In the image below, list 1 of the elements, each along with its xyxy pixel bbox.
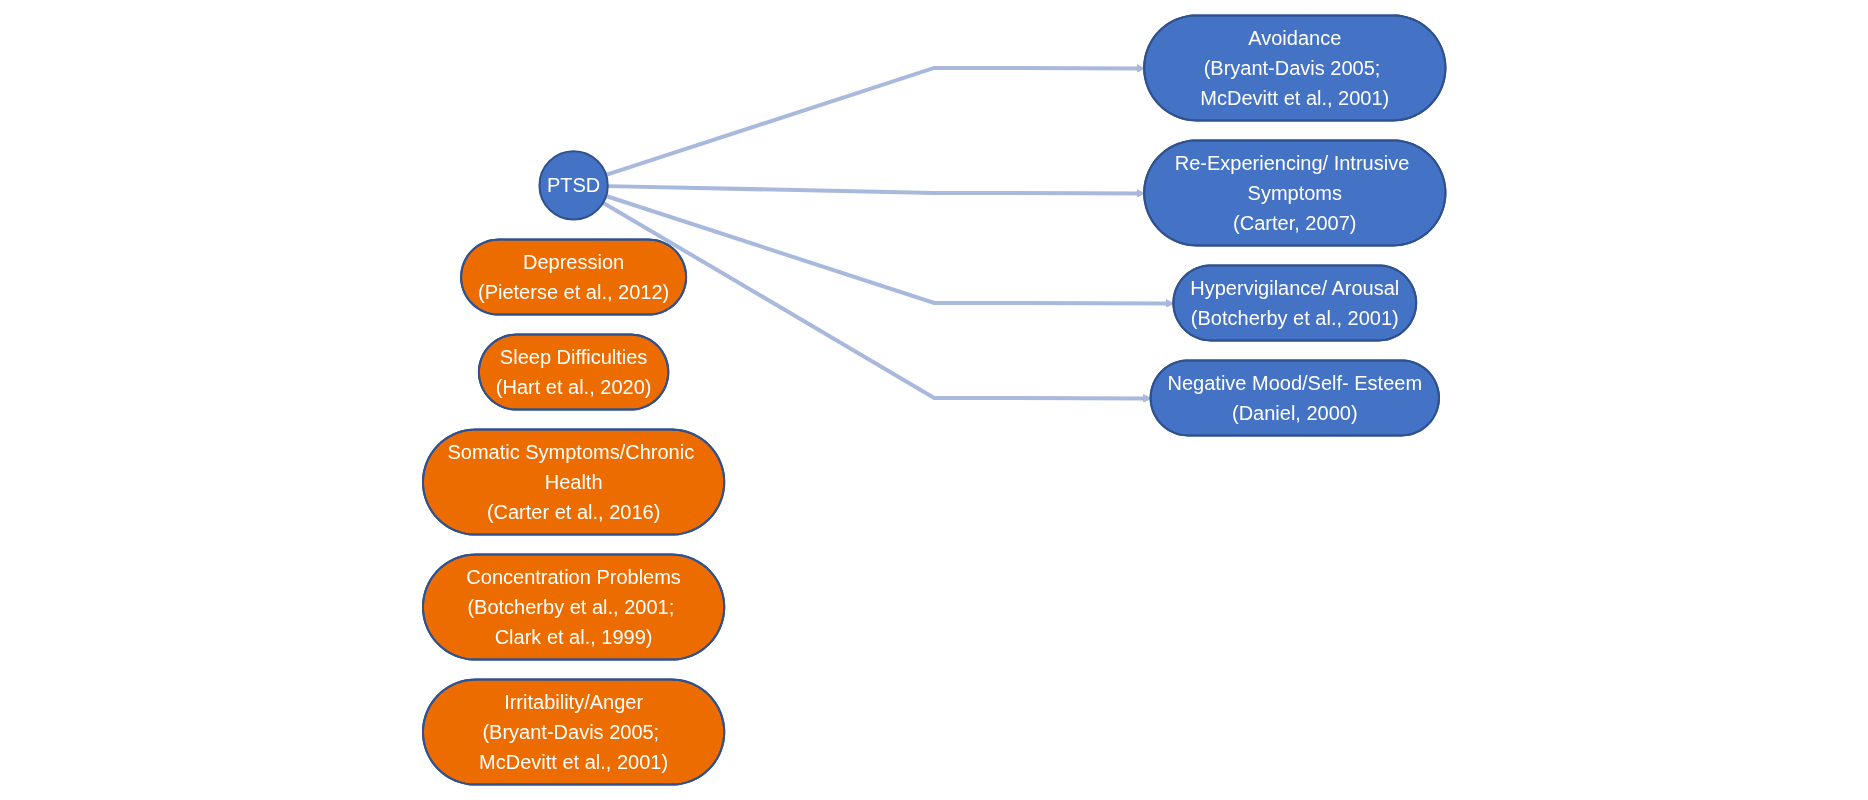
node-circle: PTSD — [538, 150, 609, 221]
